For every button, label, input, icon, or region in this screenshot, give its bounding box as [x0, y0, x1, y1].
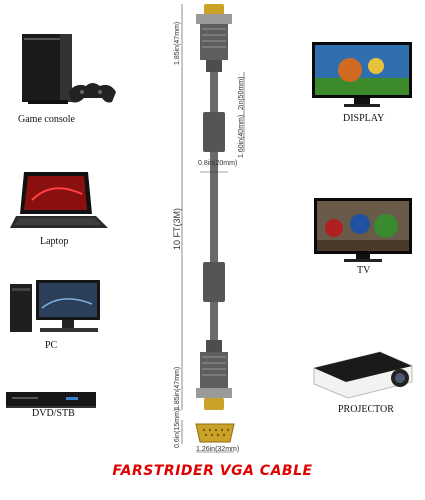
- tv-label: TV: [357, 265, 371, 276]
- ferrite-length: 1.60in(40mm): [238, 114, 245, 158]
- cable-width: 0.8in(20mm): [198, 160, 238, 167]
- top-segment-length: 2in(50mm): [238, 76, 245, 110]
- top-connector-length: 1.85in(47mm): [174, 21, 181, 65]
- plug-height: 0.6in(15mm): [174, 408, 181, 448]
- projector-image: [313, 351, 413, 399]
- bottom-connector-length: 1.85in(47mm): [174, 366, 181, 410]
- plug-width: 1.26in(32mm): [196, 446, 240, 453]
- dvd-stb-label: DVD/STB: [32, 408, 75, 419]
- total-length: 10 FT(3M): [172, 207, 182, 250]
- pc-image: [10, 280, 100, 332]
- ferrite-core-bottom: [203, 262, 225, 302]
- tv-image: [314, 198, 412, 262]
- display-image: [312, 42, 412, 107]
- product-title: FARSTRIDER VGA CABLE: [112, 463, 313, 479]
- cable-body: [210, 72, 218, 350]
- pc-label: PC: [45, 340, 58, 351]
- vga-plug-face: [195, 423, 235, 443]
- projector-label: PROJECTOR: [338, 404, 394, 415]
- dvd-player-image: [6, 392, 96, 408]
- laptop-label: Laptop: [40, 236, 69, 247]
- top-vga-pins: [204, 4, 224, 16]
- ferrite-core-top: [203, 112, 225, 152]
- game-console-label: Game console: [18, 114, 75, 125]
- vga-cable-illustration: [181, 4, 245, 453]
- game-console-image: [22, 34, 116, 104]
- laptop-image: [10, 172, 108, 228]
- display-label: DISPLAY: [343, 113, 385, 124]
